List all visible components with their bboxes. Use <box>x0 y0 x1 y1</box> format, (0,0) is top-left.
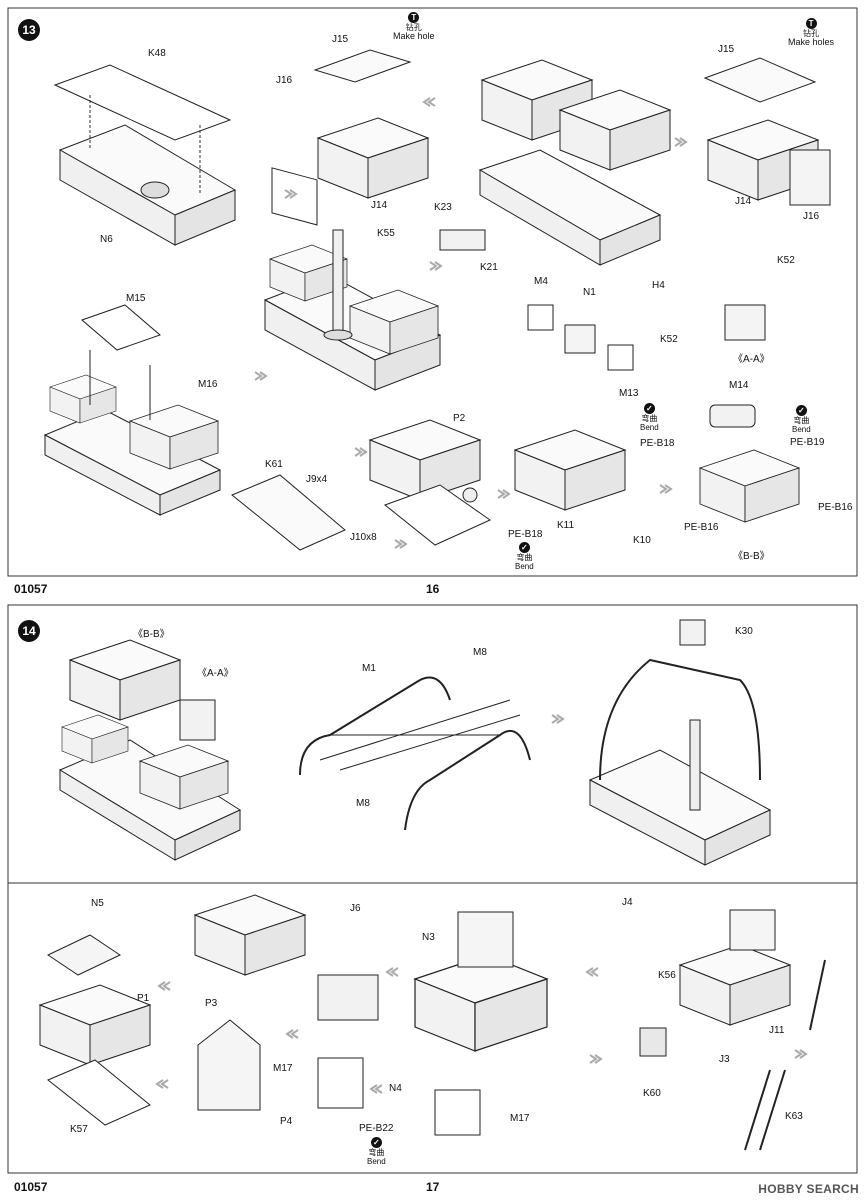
label-p4: P4 <box>280 1116 293 1127</box>
page-number-bottom: 17 <box>426 1180 440 1194</box>
label-k56: K56 <box>658 970 676 981</box>
watermark: HOBBY SEARCH <box>758 1182 859 1196</box>
step-13-badge: 13 <box>18 19 40 41</box>
label-pe-b18-a: PE-B18 <box>640 438 675 449</box>
product-code-bottom: 01057 <box>14 1180 48 1194</box>
label-h4: H4 <box>652 280 665 291</box>
drill-icon: T <box>805 18 817 29</box>
label-p1: P1 <box>137 993 150 1004</box>
label-j14-a: J14 <box>371 200 388 211</box>
label-m16: M16 <box>198 379 218 390</box>
note-make-hole: T 钻孔 Make hole <box>393 12 435 41</box>
step14-assembly-a <box>58 639 242 861</box>
module-p2-assembly <box>369 419 492 546</box>
label-k52-b: K52 <box>660 334 678 345</box>
step-14-frame-b <box>7 882 858 1174</box>
label-j4: J4 <box>622 897 633 908</box>
label-k63: K63 <box>785 1111 803 1122</box>
label-p2: P2 <box>453 413 466 424</box>
label-m14: M14 <box>729 380 749 391</box>
box-j14-a <box>317 117 429 199</box>
label-k55: K55 <box>377 228 395 239</box>
label-pe-b18-b: PE-B18 <box>508 529 543 540</box>
label-k57: K57 <box>70 1124 88 1135</box>
note-bend-1: ✓ 弯曲 Bend <box>640 403 659 432</box>
label-k61: K61 <box>265 459 283 470</box>
label-n6: N6 <box>100 234 113 245</box>
label-m8-b: M8 <box>356 798 370 809</box>
mast-k55-assembly <box>263 229 442 391</box>
label-k30: K30 <box>735 626 753 637</box>
label-j15-a: J15 <box>332 34 349 45</box>
label-k11: K11 <box>557 520 575 531</box>
bend-icon: ✓ <box>643 403 655 414</box>
label-j15-b: J15 <box>718 44 735 55</box>
label-j16-b: J16 <box>803 211 820 222</box>
label-m8-a: M8 <box>473 647 487 658</box>
label-m15: M15 <box>126 293 146 304</box>
bend-icon: ✓ <box>370 1137 382 1148</box>
label-m13: M13 <box>619 388 639 399</box>
label-section-aa-2: 《A-A》 <box>197 668 234 679</box>
note-bend-4: ✓ 弯曲 Bend <box>367 1137 386 1166</box>
label-k21: K21 <box>480 262 498 273</box>
label-section-bb-2: 《B-B》 <box>133 629 170 640</box>
label-j14-b: J14 <box>735 196 752 207</box>
step14-assembly-e <box>414 911 548 1136</box>
platform-center <box>478 59 671 266</box>
bin-m14-assembly <box>699 404 800 523</box>
step14-assembly-f <box>639 909 826 1151</box>
label-n4: N4 <box>389 1083 402 1094</box>
label-section-bb: 《B-B》 <box>733 551 770 562</box>
label-j10: J10x8 <box>350 532 377 543</box>
label-m1: M1 <box>362 663 376 674</box>
step14-assembly-d <box>194 894 379 1111</box>
note-bend-3: ✓ 弯曲 Bend <box>515 542 534 571</box>
label-pe-b16-b: PE-B16 <box>818 502 853 513</box>
note-make-holes: T 钻孔 Make holes <box>788 18 835 47</box>
label-k10: K10 <box>633 535 651 546</box>
label-m17-b: M17 <box>510 1113 530 1124</box>
label-k52-a: K52 <box>777 255 795 266</box>
label-n3: N3 <box>422 932 435 943</box>
page-number-top: 16 <box>426 582 440 596</box>
drill-icon: T <box>408 12 420 23</box>
cage-m15-m16-assembly <box>43 304 222 516</box>
label-pe-b19: PE-B19 <box>790 437 825 448</box>
label-k48: K48 <box>148 48 166 59</box>
label-m4: M4 <box>534 276 548 287</box>
hull-n6-assembly <box>53 64 237 246</box>
label-j3: J3 <box>719 1054 730 1065</box>
label-n1: N1 <box>583 287 596 298</box>
note-bend-2: ✓ 弯曲 Bend <box>792 405 811 434</box>
label-m17-a: M17 <box>273 1063 293 1074</box>
step-14-badge: 14 <box>18 620 40 642</box>
product-code-top: 01057 <box>14 582 48 596</box>
label-pe-b16-a: PE-B16 <box>684 522 719 533</box>
step14-assembly-c <box>39 934 151 1126</box>
label-j9: J9x4 <box>306 474 328 485</box>
label-section-aa: 《A-A》 <box>733 354 770 365</box>
label-j11: J11 <box>769 1025 785 1036</box>
label-j16-a: J16 <box>276 75 293 86</box>
label-n5: N5 <box>91 898 104 909</box>
label-j6: J6 <box>350 903 361 914</box>
label-k60: K60 <box>643 1088 661 1099</box>
label-p3: P3 <box>205 998 218 1009</box>
label-k23: K23 <box>434 202 452 213</box>
bend-icon: ✓ <box>795 405 807 416</box>
rollbar-frame-m8 <box>299 676 531 831</box>
bend-icon: ✓ <box>518 542 530 553</box>
step14-assembly-b <box>588 619 772 866</box>
step-13-frame <box>7 7 858 577</box>
label-pe-b22: PE-B22 <box>359 1123 394 1134</box>
